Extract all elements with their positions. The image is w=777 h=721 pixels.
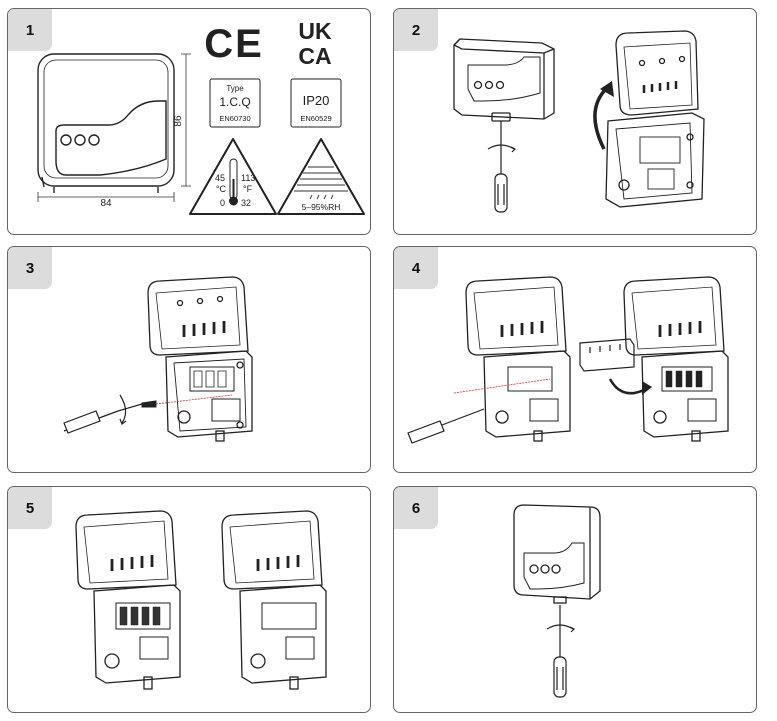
dimension-lines xyxy=(37,53,191,202)
step-number: 1 xyxy=(8,9,52,51)
screwdriver-icon xyxy=(487,121,517,213)
step-number: 2 xyxy=(394,9,438,51)
step-5-panel: 5 xyxy=(7,486,371,713)
fahrenheit-max: 113 xyxy=(241,173,255,183)
ce-mark: CE xyxy=(204,22,264,66)
step-5-illustration xyxy=(75,510,327,690)
type-standard: EN60730 xyxy=(219,114,250,123)
humidity-range: 5–95%RH xyxy=(302,202,341,212)
alignment-line xyxy=(155,394,233,405)
alignment-line xyxy=(453,378,551,394)
thermostat-front xyxy=(37,53,175,193)
fahrenheit-unit: °F xyxy=(243,184,253,194)
height-dimension: 86 xyxy=(173,115,184,127)
step-3-illustration xyxy=(63,276,253,442)
step-1-panel: 1 84 86 CE UK CA Type 1.C.Q EN60730 xyxy=(7,8,371,235)
screwdriver-icon xyxy=(63,394,143,434)
thermostat-open xyxy=(605,30,705,208)
open-arrow xyxy=(593,85,610,150)
step-1-illustration: 84 86 CE UK CA Type 1.C.Q EN60730 IP20 E… xyxy=(37,18,365,215)
ukca-mark-bottom: CA xyxy=(298,43,331,69)
thermostat-closed xyxy=(513,504,601,604)
thermostat-open-base-right xyxy=(623,276,729,442)
celsius-unit: °C xyxy=(216,184,227,194)
screw-icon xyxy=(141,400,157,408)
ukca-mark-top: UK xyxy=(298,18,332,44)
width-dimension: 84 xyxy=(100,198,112,209)
ip-standard: EN60529 xyxy=(300,114,331,123)
type-value: 1.C.Q xyxy=(219,95,250,109)
temperature-triangle xyxy=(189,138,277,215)
step-2-panel: 2 xyxy=(393,8,757,235)
thermostat-closed xyxy=(453,38,555,122)
thermometer-icon xyxy=(229,158,238,206)
step-number: 4 xyxy=(394,247,438,289)
fahrenheit-min: 32 xyxy=(241,198,251,208)
ip-value: IP20 xyxy=(303,93,330,108)
step-number: 6 xyxy=(394,487,438,529)
screwdriver-icon xyxy=(546,605,576,698)
thermostat-open-base xyxy=(147,276,253,442)
insert-arrow xyxy=(608,378,647,395)
step-2-illustration xyxy=(453,30,705,213)
step-6-illustration xyxy=(513,504,601,698)
thermostat-wired-right xyxy=(221,510,327,690)
step-4-illustration xyxy=(407,276,729,444)
thermostat-open-base-left xyxy=(465,276,571,442)
ip-label-box xyxy=(290,78,342,128)
thermostat-wired-left xyxy=(75,510,181,690)
type-label: Type xyxy=(226,84,244,93)
screwdriver-icon xyxy=(407,408,485,444)
humidity-triangle xyxy=(277,138,365,215)
humidity-icon xyxy=(294,166,348,200)
celsius-max: 45 xyxy=(215,173,225,183)
step-4-panel: 4 xyxy=(393,246,757,473)
step-3-panel: 3 xyxy=(7,246,371,473)
step-number: 3 xyxy=(8,247,52,289)
step-6-panel: 6 xyxy=(393,486,757,713)
terminal-block-icon xyxy=(579,338,635,372)
type-label-box xyxy=(209,78,261,128)
step-number: 5 xyxy=(8,487,52,529)
celsius-min: 0 xyxy=(220,198,225,208)
